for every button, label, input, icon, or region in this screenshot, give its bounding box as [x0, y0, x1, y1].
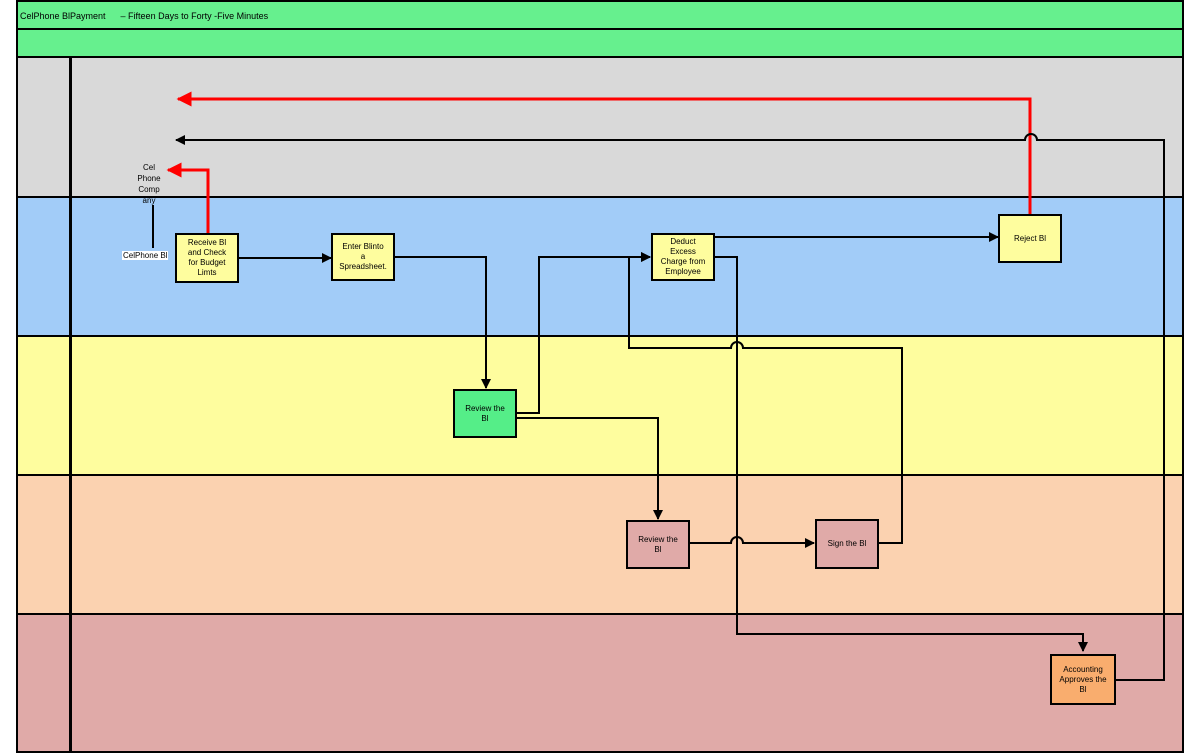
step-review-bill-2[interactable]: Review the Bl	[626, 520, 690, 569]
step-reject-bill[interactable]: Reject Bl	[998, 214, 1062, 263]
flow-review1-review2	[517, 417, 663, 520]
swimlane-4	[16, 474, 1184, 615]
flow-deduct-accounting	[715, 256, 1088, 652]
step-sign-bill[interactable]: Sign the Bl	[815, 519, 879, 569]
step-receive-bill[interactable]: Receive Bl and Check for Budget Limts	[175, 233, 239, 283]
lane-header-divider	[69, 56, 72, 753]
flow-enter-review1	[395, 256, 491, 389]
reject-flow-receive	[166, 162, 210, 234]
swimlane-5	[16, 613, 1184, 753]
swimlane-1	[16, 56, 1184, 198]
document-label: CelPhone Bl	[122, 251, 169, 260]
page-title: CelPhone BlPayment – Fifteen Days to For…	[20, 11, 269, 21]
step-review-bill-1[interactable]: Review the Bl	[453, 389, 517, 438]
return-flow-accounting	[175, 133, 1165, 681]
flow-review1-deduct	[517, 252, 651, 414]
step-deduct-charge[interactable]: Deduct Excess Charge from Employee	[651, 233, 715, 281]
flow-sign-deduct	[628, 252, 903, 544]
step-enter-bill[interactable]: Enter Blinto a Spreadsheet.	[331, 233, 395, 281]
flow-review2-sign	[690, 536, 815, 548]
reject-flow-bill	[176, 91, 1032, 214]
step-accounting-approves[interactable]: Accounting Approves the Bl	[1050, 654, 1116, 705]
actor-label: Cel Phone Comp any	[137, 163, 161, 205]
